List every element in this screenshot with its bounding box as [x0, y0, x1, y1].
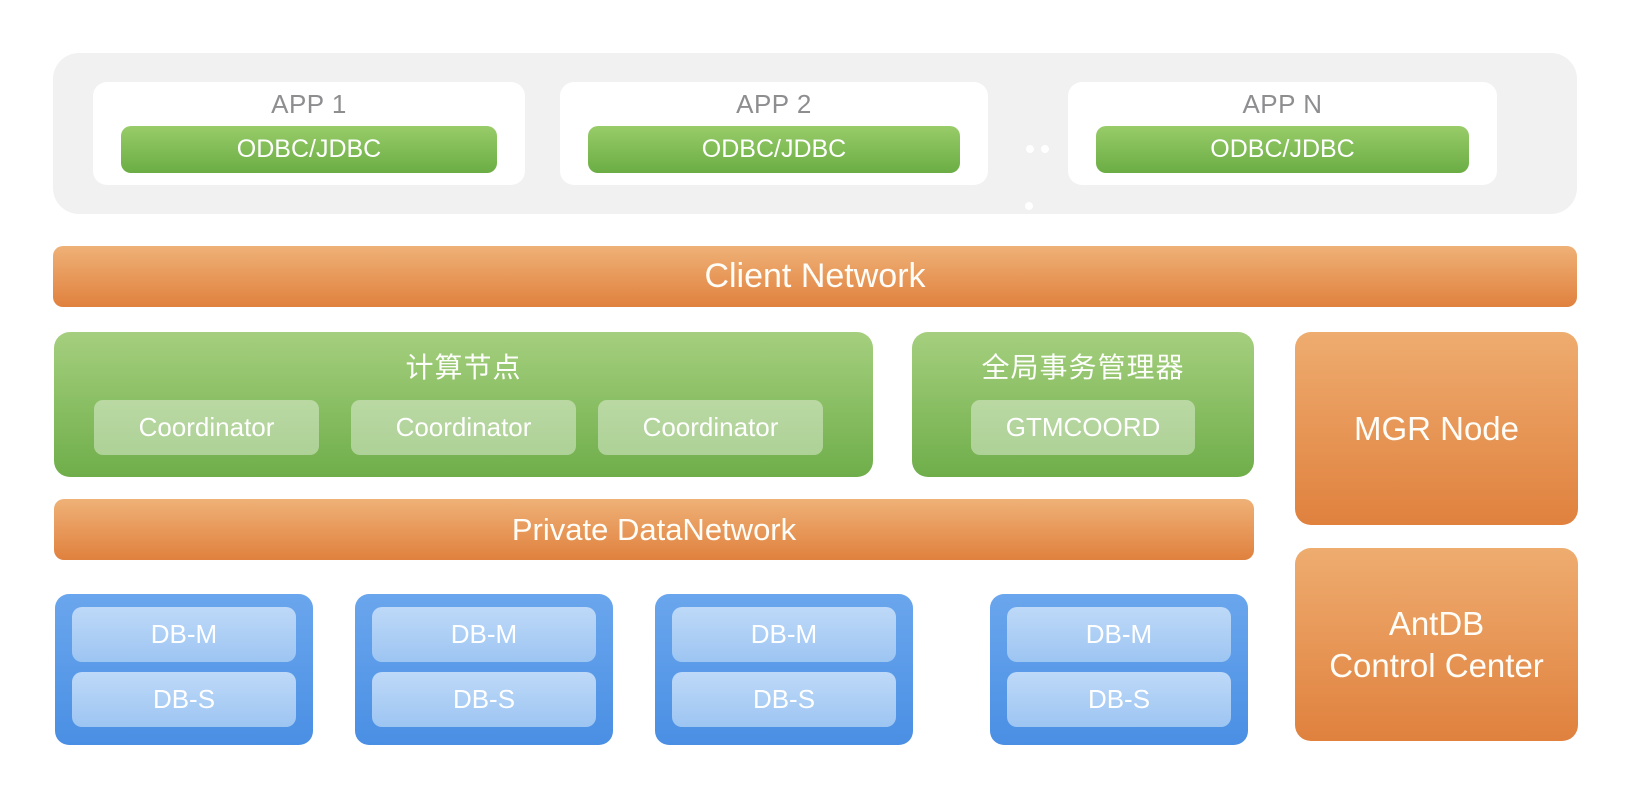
app-n-label: APP N — [1242, 88, 1323, 119]
compute-node-title: 计算节点 — [405, 352, 522, 383]
db-slave-block: DB-S — [72, 672, 296, 727]
data-node-group-2: DB-M DB-S — [355, 594, 613, 745]
client-network-bar: Client Network — [53, 246, 1577, 307]
app-1-label: APP 1 — [271, 88, 347, 119]
db-master-block: DB-M — [72, 607, 296, 662]
db-slave-block: DB-S — [1007, 672, 1231, 727]
ellipsis-dot — [1026, 145, 1034, 153]
app-card-2: APP 2 ODBC/JDBC — [560, 82, 988, 185]
app-2-odbc-jdbc-block: ODBC/JDBC — [588, 126, 960, 173]
app-layer-container: APP 1 ODBC/JDBC APP 2 ODBC/JDBC APP N OD… — [53, 53, 1577, 214]
app-card-1: APP 1 ODBC/JDBC — [93, 82, 525, 185]
app-2-label: APP 2 — [736, 88, 812, 119]
data-node-group-3: DB-M DB-S — [655, 594, 913, 745]
app-n-odbc-jdbc-block: ODBC/JDBC — [1096, 126, 1469, 173]
data-node-group-1: DB-M DB-S — [55, 594, 313, 745]
gtm-box: 全局事务管理器 GTMCOORD — [912, 332, 1254, 477]
db-master-block: DB-M — [372, 607, 596, 662]
mgr-node-label: MGR Node — [1353, 409, 1520, 447]
antdb-control-center-box: AntDB Control Center — [1295, 548, 1578, 741]
private-datanetwork-bar: Private DataNetwork — [54, 499, 1254, 560]
antdb-control-center-line1: AntDB — [1388, 604, 1485, 642]
ellipsis-dot — [1025, 202, 1033, 210]
compute-node-box: 计算节点 Coordinator Coordinator Coordinator — [54, 332, 873, 477]
app-1-odbc-jdbc-block: ODBC/JDBC — [121, 126, 497, 173]
coordinator-block-2: Coordinator — [351, 400, 576, 455]
gtmcoord-block: GTMCOORD — [971, 400, 1195, 455]
ellipsis-dot — [1041, 145, 1049, 153]
data-node-group-4: DB-M DB-S — [990, 594, 1248, 745]
mgr-node-box: MGR Node — [1295, 332, 1578, 525]
db-master-block: DB-M — [1007, 607, 1231, 662]
db-master-block: DB-M — [672, 607, 896, 662]
coordinator-block-1: Coordinator — [94, 400, 319, 455]
gtm-title: 全局事务管理器 — [981, 352, 1185, 383]
coordinator-block-3: Coordinator — [598, 400, 823, 455]
app-card-n: APP N ODBC/JDBC — [1068, 82, 1497, 185]
db-slave-block: DB-S — [372, 672, 596, 727]
db-slave-block: DB-S — [672, 672, 896, 727]
antdb-control-center-line2: Control Center — [1329, 646, 1544, 684]
